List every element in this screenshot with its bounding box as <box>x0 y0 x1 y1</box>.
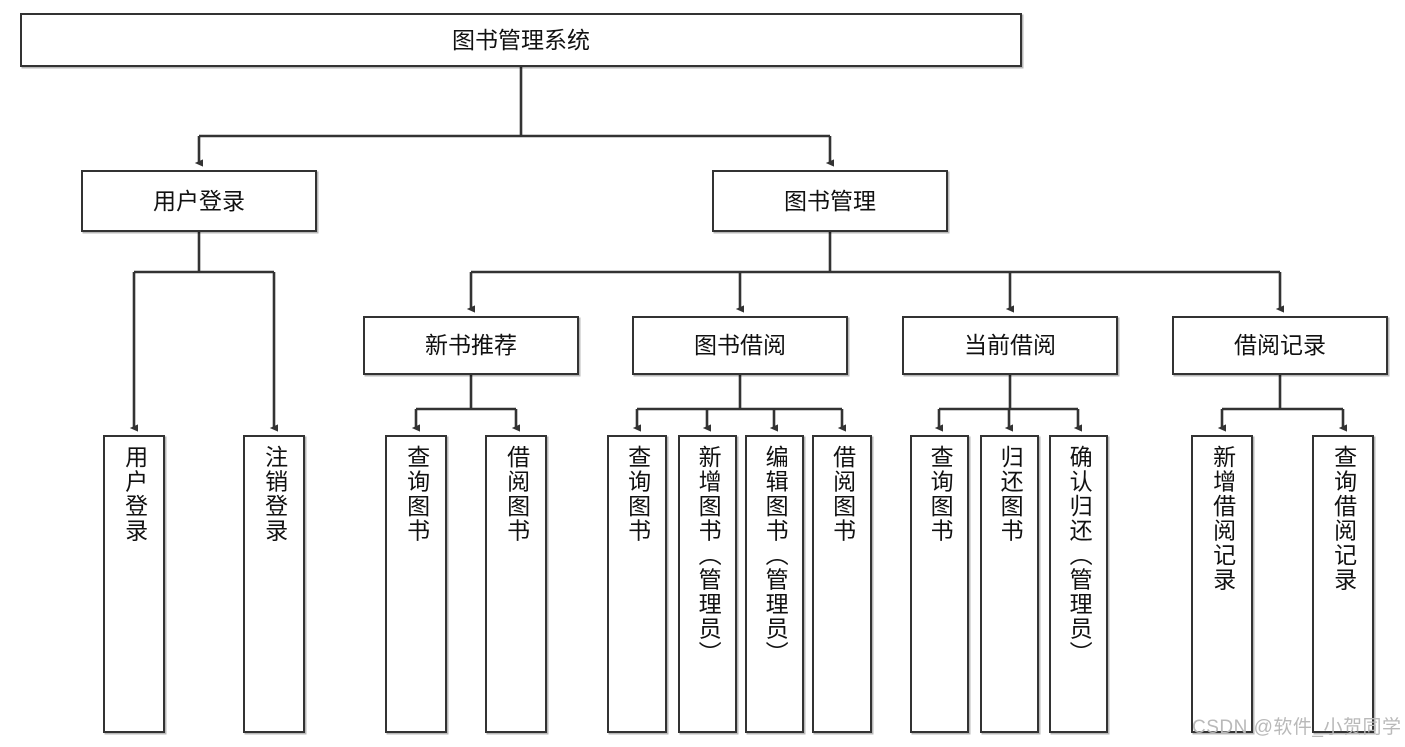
node-user-login-label: 用户登录 <box>153 187 245 214</box>
leaf-label: 查询图书 <box>403 445 430 543</box>
leaf-return-book[interactable]: 归还图书 <box>980 435 1039 733</box>
csdn-watermark: CSDN @软件_小贺同学 <box>1192 717 1402 738</box>
leaf-borrow-book[interactable]: 借阅图书 <box>812 435 872 733</box>
node-current-borrow-label: 当前借阅 <box>964 332 1056 359</box>
node-book-borrow-label: 图书借阅 <box>694 332 786 359</box>
leaf-label: 查询图书 <box>927 445 954 543</box>
leaf-label: 新增图书（管理员） <box>695 445 722 666</box>
leaf-confirm-return-admin[interactable]: 确认归还（管理员） <box>1049 435 1108 733</box>
leaf-label: 查询借阅记录 <box>1330 445 1357 592</box>
leaf-label: 用户登录 <box>121 445 148 543</box>
leaf-label: 新增借阅记录 <box>1209 445 1236 592</box>
leaf-label: 查询图书 <box>624 445 651 543</box>
node-new-book-recommend-label: 新书推荐 <box>425 332 517 359</box>
leaf-label: 借阅图书 <box>503 445 530 543</box>
node-root[interactable]: 图书管理系统 <box>20 13 1022 67</box>
node-book-management-label: 图书管理 <box>784 187 876 214</box>
leaf-user-login[interactable]: 用户登录 <box>103 435 165 733</box>
node-root-label: 图书管理系统 <box>452 26 590 53</box>
node-current-borrow[interactable]: 当前借阅 <box>902 316 1118 375</box>
leaf-label: 借阅图书 <box>829 445 856 543</box>
node-user-login[interactable]: 用户登录 <box>81 170 317 232</box>
leaf-query-borrow-record[interactable]: 查询借阅记录 <box>1312 435 1374 733</box>
leaf-label: 编辑图书（管理员） <box>762 445 789 666</box>
leaf-label: 归还图书 <box>997 445 1024 543</box>
leaf-query-book-borrow[interactable]: 查询图书 <box>607 435 667 733</box>
leaf-edit-book-admin[interactable]: 编辑图书（管理员） <box>745 435 804 733</box>
node-borrow-record[interactable]: 借阅记录 <box>1172 316 1388 375</box>
node-book-management[interactable]: 图书管理 <box>712 170 948 232</box>
leaf-add-borrow-record[interactable]: 新增借阅记录 <box>1191 435 1253 733</box>
node-book-borrow[interactable]: 图书借阅 <box>632 316 848 375</box>
leaf-logout-login[interactable]: 注销登录 <box>243 435 305 733</box>
leaf-query-book-current[interactable]: 查询图书 <box>910 435 969 733</box>
node-new-book-recommend[interactable]: 新书推荐 <box>363 316 579 375</box>
leaf-add-book-admin[interactable]: 新增图书（管理员） <box>678 435 737 733</box>
leaf-borrow-book-recommend[interactable]: 借阅图书 <box>485 435 547 733</box>
node-borrow-record-label: 借阅记录 <box>1234 332 1326 359</box>
leaf-query-book-recommend[interactable]: 查询图书 <box>385 435 447 733</box>
leaf-label: 确认归还（管理员） <box>1066 445 1093 666</box>
leaf-label: 注销登录 <box>261 445 288 543</box>
